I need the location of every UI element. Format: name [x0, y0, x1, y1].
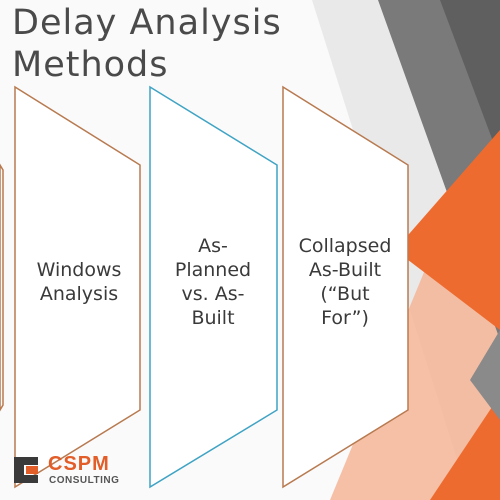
bg-orange-triangle	[395, 130, 500, 330]
panel-left-edge-outline	[0, 163, 4, 412]
slide-title: Delay Analysis Methods	[12, 2, 282, 86]
title-line-2: Methods	[12, 45, 169, 85]
panel-collapsed-line: As-Built	[308, 259, 382, 281]
panel-collapsed-line: Collapsed	[298, 235, 392, 257]
panel-as-planned-line: vs. As-	[181, 283, 245, 305]
panel-as-planned-line: As-	[198, 235, 228, 257]
panel-as-planned-label: As- Planned vs. As- Built	[158, 234, 268, 330]
panel-collapsed-line: (“But	[320, 283, 370, 305]
panel-collapsed-outline	[282, 85, 409, 489]
panel-collapsed-line: For”)	[321, 307, 369, 329]
panel-as-planned-line: Planned	[174, 259, 252, 281]
logo-subtitle: CONSULTING	[49, 475, 120, 486]
cspm-logo-mark-icon	[14, 457, 38, 483]
panel-windows-outline	[14, 85, 141, 489]
panel-as-planned-outline	[149, 85, 278, 489]
panel-windows-label: Windows Analysis	[18, 258, 140, 306]
title-line-1: Delay Analysis	[12, 3, 282, 43]
panel-windows-line: Windows	[36, 259, 122, 281]
panel-collapsed-label: Collapsed As-Built (“But For”)	[284, 234, 406, 330]
bg-orange-lower	[430, 395, 500, 500]
cspm-logo: CSPM CONSULTING	[12, 453, 132, 487]
panel-windows-line: Analysis	[39, 283, 119, 305]
bg-gray-lower	[470, 330, 500, 420]
logo-name: CSPM	[48, 453, 110, 475]
panel-as-planned-line: Built	[191, 307, 235, 329]
bg-mid-gray-wedge	[440, 0, 500, 160]
